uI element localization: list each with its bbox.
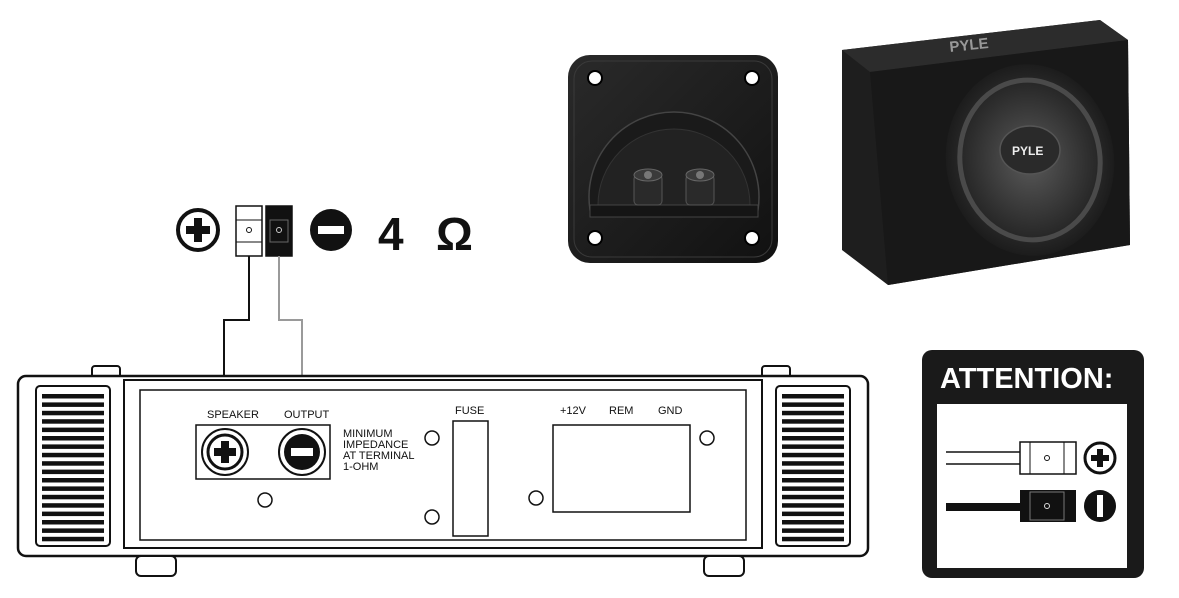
heatsink-fin <box>42 486 104 491</box>
speaker-label: SPEAKER <box>207 409 259 421</box>
output-label: OUTPUT <box>284 409 330 421</box>
speaker-plus-terminal <box>201 428 249 476</box>
impedance-note-line: MINIMUM <box>343 428 393 440</box>
power-label-12v: +12V <box>560 405 587 417</box>
heatsink-fin <box>42 402 104 407</box>
heatsink-fin <box>782 427 844 433</box>
terminal-cup-illustration <box>568 55 778 263</box>
enclosure-brand-logo: PYLE <box>949 35 990 56</box>
heatsink-fin <box>782 520 844 525</box>
fuse-label: FUSE <box>455 405 484 417</box>
heatsink-fin <box>42 436 104 441</box>
heatsink-fin <box>782 486 844 491</box>
heatsink-fin <box>782 478 844 483</box>
power-label-gnd: GND <box>658 405 683 417</box>
impedance-note-line: AT TERMINAL <box>343 450 414 462</box>
heatsink-fin <box>42 469 104 475</box>
heatsink-fin <box>782 494 844 500</box>
heatsink-fin <box>42 536 104 542</box>
impedance-value: 4 <box>378 208 404 260</box>
attention-box: ATTENTION: <box>922 350 1144 578</box>
heatsink-fin <box>782 528 844 533</box>
impedance-note: MINIMUM IMPEDANCE AT TERMINAL 1-OHM <box>343 428 417 473</box>
positive-connector <box>235 205 263 257</box>
fuse-slot <box>452 420 489 537</box>
heatsink-fin <box>782 461 844 466</box>
heatsink-fin <box>782 503 844 508</box>
plus-circle-icon <box>176 208 220 252</box>
binding-post <box>685 168 715 206</box>
top-connector-group: 4 Ω <box>176 205 473 260</box>
speaker-minus-terminal <box>278 428 326 476</box>
heatsink-left <box>35 385 111 547</box>
heatsink-fin <box>42 520 104 525</box>
heatsink-fin <box>42 452 104 458</box>
power-label-rem: REM <box>609 405 633 417</box>
woofer-brand-logo: PYLE <box>1012 144 1043 158</box>
impedance-unit: Ω <box>436 208 473 260</box>
heatsink-fin <box>782 536 844 542</box>
minus-circle-icon <box>310 209 352 251</box>
attention-negative-row <box>946 490 1116 522</box>
amplifier-illustration: SPEAKER OUTPUT MINIMUM IMPEDANCE AT TERM… <box>16 365 870 577</box>
heatsink-fin <box>782 410 844 416</box>
heatsink-fin <box>42 494 104 500</box>
heatsink-fin <box>782 511 844 517</box>
impedance-note-line: IMPEDANCE <box>343 439 408 451</box>
heatsink-fin <box>42 410 104 416</box>
attention-title: ATTENTION: <box>940 363 1113 395</box>
subwoofer-enclosure: PYLE PYLE <box>842 20 1130 285</box>
heatsink-fin <box>42 427 104 433</box>
heatsink-fin <box>42 444 104 449</box>
heatsink-fin <box>782 402 844 407</box>
heatsink-fin <box>782 419 844 424</box>
attention-positive-row <box>946 441 1117 475</box>
impedance-note-line: 1-OHM <box>343 461 378 473</box>
heatsink-fin <box>42 511 104 517</box>
plus-circle-icon <box>1083 441 1117 475</box>
heatsink-fin <box>782 436 844 441</box>
heatsink-fin <box>42 461 104 466</box>
minus-circle-icon <box>1084 490 1116 522</box>
binding-post <box>633 168 663 206</box>
heatsink-fin <box>782 469 844 475</box>
heatsink-fin <box>42 528 104 533</box>
heatsink-fin <box>42 503 104 508</box>
power-terminal-block <box>552 424 691 513</box>
heatsink-fin <box>782 394 844 399</box>
heatsink-fin <box>782 444 844 449</box>
heatsink-right <box>775 385 851 547</box>
heatsink-fin <box>42 419 104 424</box>
heatsink-fin <box>42 394 104 399</box>
heatsink-fin <box>782 452 844 458</box>
heatsink-fin <box>42 478 104 483</box>
negative-connector <box>265 205 293 257</box>
